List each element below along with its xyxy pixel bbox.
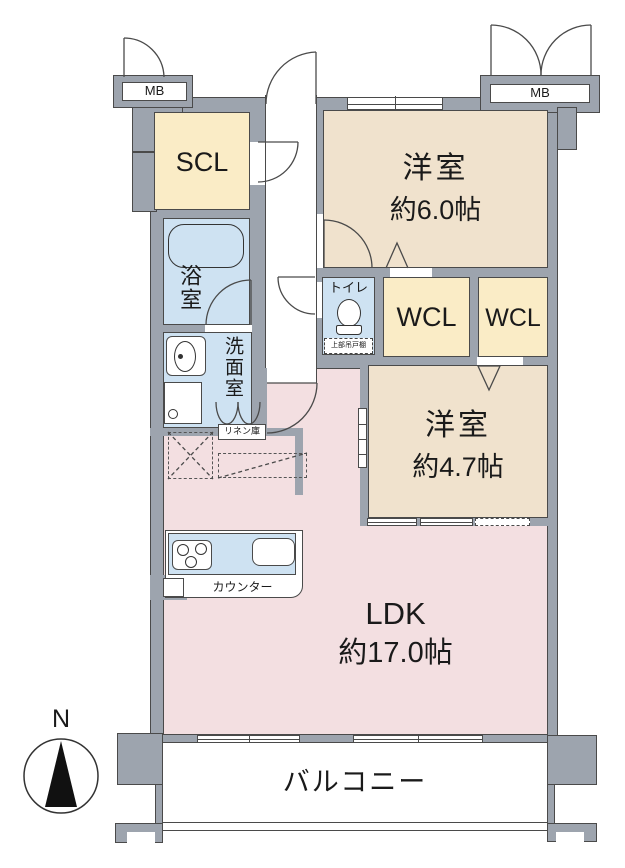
wcl-a-label: WCL bbox=[396, 302, 457, 332]
ldk-label: LDK bbox=[365, 596, 426, 631]
bedroom47-sliding-door-3 bbox=[475, 518, 530, 526]
linen-closet-label: リネン庫 bbox=[223, 426, 260, 436]
hallway bbox=[265, 95, 317, 383]
toilet-cabinet-label: 上部吊戸棚 bbox=[331, 342, 366, 349]
balcony-railing bbox=[163, 822, 547, 831]
balcony-label: バルコニー bbox=[282, 767, 428, 797]
bath-door-gap bbox=[205, 325, 252, 332]
left-pillar-lower bbox=[132, 152, 157, 212]
bedroom47-label: 洋室 bbox=[425, 409, 491, 442]
bedroom47-side-window bbox=[358, 408, 367, 468]
bedroom47-sliding-door-2 bbox=[420, 518, 473, 526]
room-bedroom-6 bbox=[323, 110, 548, 268]
balcony-right-notch bbox=[556, 832, 584, 842]
washer-pan-icon bbox=[164, 382, 202, 424]
counter-label: カウンター bbox=[212, 580, 273, 594]
bedroom6-door-gap bbox=[317, 214, 323, 268]
mb-right-label: MB bbox=[530, 85, 550, 100]
bedroom47-sliding-door-1 bbox=[367, 518, 417, 526]
mb-right-double-doors bbox=[490, 24, 592, 76]
bathtub-icon bbox=[168, 224, 244, 268]
vanity-sink-icon bbox=[166, 336, 206, 376]
wcl-a-passage-gap bbox=[390, 268, 432, 277]
room-wcl-a bbox=[383, 277, 470, 357]
north-compass-icon bbox=[23, 738, 99, 814]
stove-icon bbox=[172, 540, 212, 570]
counter-end-box bbox=[163, 578, 184, 597]
mb-left-door bbox=[123, 37, 165, 78]
scl-label: SCL bbox=[175, 147, 229, 177]
mb-right-box bbox=[490, 84, 590, 103]
ldk-size: 約17.0帖 bbox=[338, 637, 453, 669]
bedroom6-size: 約6.0帖 bbox=[389, 195, 482, 225]
ldk-balcony-window-left bbox=[197, 734, 300, 744]
compass-label: N bbox=[51, 705, 71, 733]
balcony-left-notch bbox=[127, 832, 155, 843]
balcony-left-block bbox=[117, 733, 163, 785]
toilet-cabinet-box bbox=[324, 338, 373, 354]
ldk-balcony-window-right bbox=[353, 734, 483, 744]
fridge-space-box bbox=[168, 432, 213, 479]
kitchen-sink-icon bbox=[252, 538, 295, 566]
balcony-right-wall bbox=[547, 784, 555, 824]
toilet-icon bbox=[336, 299, 362, 337]
bedroom6-label: 洋室 bbox=[402, 152, 469, 185]
right-corner-block bbox=[557, 107, 577, 150]
balcony-right-block bbox=[547, 735, 597, 785]
mb-left-label: MB bbox=[144, 83, 165, 98]
balcony-floor bbox=[163, 743, 547, 823]
room-wcl-b bbox=[478, 277, 548, 357]
toilet-door-gap bbox=[317, 282, 322, 318]
cupboard-space-box bbox=[218, 453, 307, 478]
washroom-label: 洗面室 bbox=[221, 336, 243, 399]
room-scl bbox=[154, 112, 250, 210]
mb-left-box bbox=[122, 82, 187, 101]
toilet-label: トイレ bbox=[328, 280, 368, 295]
wcl-b-label: WCL bbox=[485, 304, 541, 332]
bedroom6-top-window bbox=[347, 96, 443, 111]
scl-door-gap bbox=[250, 142, 265, 185]
balcony-left-wall bbox=[155, 784, 163, 824]
bath-label: 浴室 bbox=[177, 264, 203, 312]
room-bedroom-47 bbox=[368, 365, 548, 518]
wcl-b-passage-gap bbox=[477, 357, 523, 365]
bedroom47-size: 約4.7帖 bbox=[412, 452, 504, 482]
